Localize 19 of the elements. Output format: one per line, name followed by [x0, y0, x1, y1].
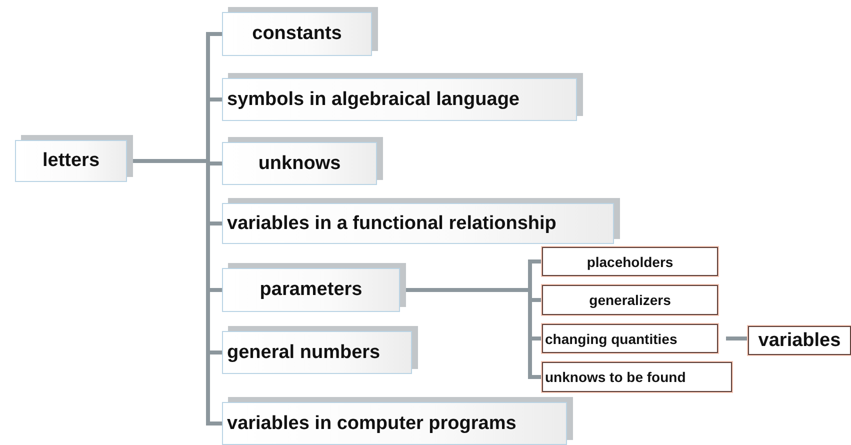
concept-label: generalizers	[589, 292, 671, 308]
concept-label: variables in a functional relationship	[227, 212, 556, 234]
concept-label: changing quantities	[545, 330, 678, 346]
concept-box	[748, 326, 851, 355]
concept-label: letters	[42, 150, 100, 172]
concept-label: constants	[252, 23, 342, 45]
concept-box	[542, 285, 718, 315]
concept-label: parameters	[260, 279, 362, 301]
concept-label: general numbers	[227, 342, 380, 364]
concept-label: variables	[758, 330, 841, 352]
concept-label: placeholders	[586, 254, 674, 270]
concept-box	[542, 362, 732, 392]
concept-label: unknows to be found	[545, 369, 686, 385]
connector-line	[726, 336, 748, 340]
concept-box	[542, 247, 718, 276]
concept-label: variables in computer programs	[227, 412, 516, 434]
concept-label: unknows	[258, 152, 341, 174]
concept-box	[542, 324, 718, 353]
concept-label: symbols in algebraical language	[227, 88, 520, 110]
